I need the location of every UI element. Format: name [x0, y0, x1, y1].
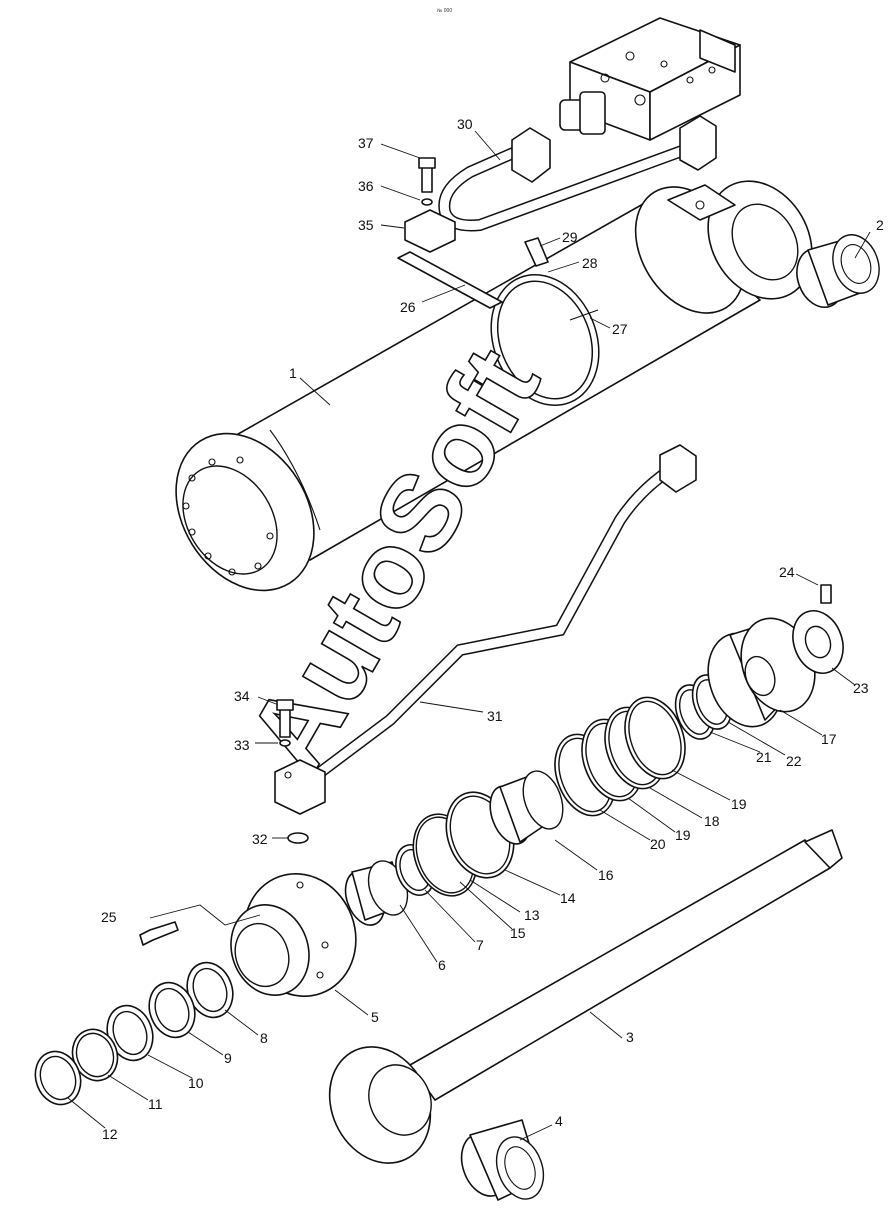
- callout-31: 31: [487, 708, 503, 724]
- callout-20: 20: [650, 836, 666, 852]
- callout-labels: 1 2 3 4 5 6 7 8 9 10 11 12 13 14 15 16 1…: [101, 116, 884, 1142]
- callout-3: 3: [626, 1029, 634, 1045]
- page-marker: № 000: [437, 8, 452, 14]
- leader-lines: [67, 130, 871, 1141]
- callout-13: 13: [524, 907, 540, 923]
- callout-16: 16: [598, 867, 614, 883]
- callout-8: 8: [260, 1030, 268, 1046]
- callout-35: 35: [358, 217, 374, 233]
- bushing-2: [796, 234, 880, 308]
- flange-bolt-holes: [182, 456, 274, 576]
- callout-10: 10: [188, 1075, 204, 1091]
- callout-2: 2: [876, 217, 884, 233]
- callout-6: 6: [438, 957, 446, 973]
- callout-12: 12: [102, 1126, 118, 1142]
- band-clamp-27: [490, 273, 600, 407]
- callout-4: 4: [555, 1113, 563, 1129]
- callout-28: 28: [582, 255, 598, 271]
- callout-29: 29: [562, 229, 578, 245]
- set-screw-24: [820, 584, 832, 604]
- cylinder-head-5: [230, 872, 357, 998]
- pipe-30: [438, 115, 717, 232]
- callout-17: 17: [821, 731, 837, 747]
- callout-11: 11: [148, 1096, 163, 1112]
- callout-14: 14: [560, 890, 576, 906]
- bushing-4: [460, 1119, 545, 1201]
- washer-33: [279, 739, 291, 747]
- bolt-37: [418, 157, 436, 193]
- piston-rod-3: [328, 829, 843, 1164]
- callout-22: 22: [786, 753, 802, 769]
- callout-19b: 19: [675, 827, 691, 843]
- callout-19a: 19: [731, 796, 747, 812]
- nut-23: [792, 610, 844, 674]
- washer-36: [421, 198, 433, 206]
- callout-23: 23: [853, 680, 869, 696]
- valve-block: [559, 17, 741, 141]
- cushion-sleeve-16: [489, 770, 564, 845]
- callout-5: 5: [371, 1009, 379, 1025]
- callout-30: 30: [457, 116, 473, 132]
- bolt-25: [139, 921, 179, 946]
- callout-37: 37: [358, 135, 374, 151]
- callout-9: 9: [224, 1050, 232, 1066]
- callout-18: 18: [704, 813, 720, 829]
- callout-34: 34: [234, 688, 250, 704]
- callout-33: 33: [234, 737, 250, 753]
- callout-32: 32: [252, 831, 268, 847]
- callout-21: 21: [756, 749, 772, 765]
- callout-24: 24: [779, 564, 795, 580]
- callout-26: 26: [400, 299, 416, 315]
- cylinder-barrel: [175, 180, 813, 592]
- pipe-31: [274, 444, 697, 815]
- callout-1: 1: [289, 365, 297, 381]
- callout-15: 15: [510, 925, 526, 941]
- callout-27: 27: [612, 321, 628, 337]
- bolt-34: [276, 699, 294, 738]
- callout-36: 36: [358, 178, 374, 194]
- bracket-26: [397, 209, 503, 309]
- o-ring-32: [287, 832, 309, 844]
- bolt-29: [524, 237, 549, 267]
- callout-25: 25: [101, 909, 117, 925]
- callout-7: 7: [476, 937, 484, 953]
- bushing-6: [344, 860, 409, 926]
